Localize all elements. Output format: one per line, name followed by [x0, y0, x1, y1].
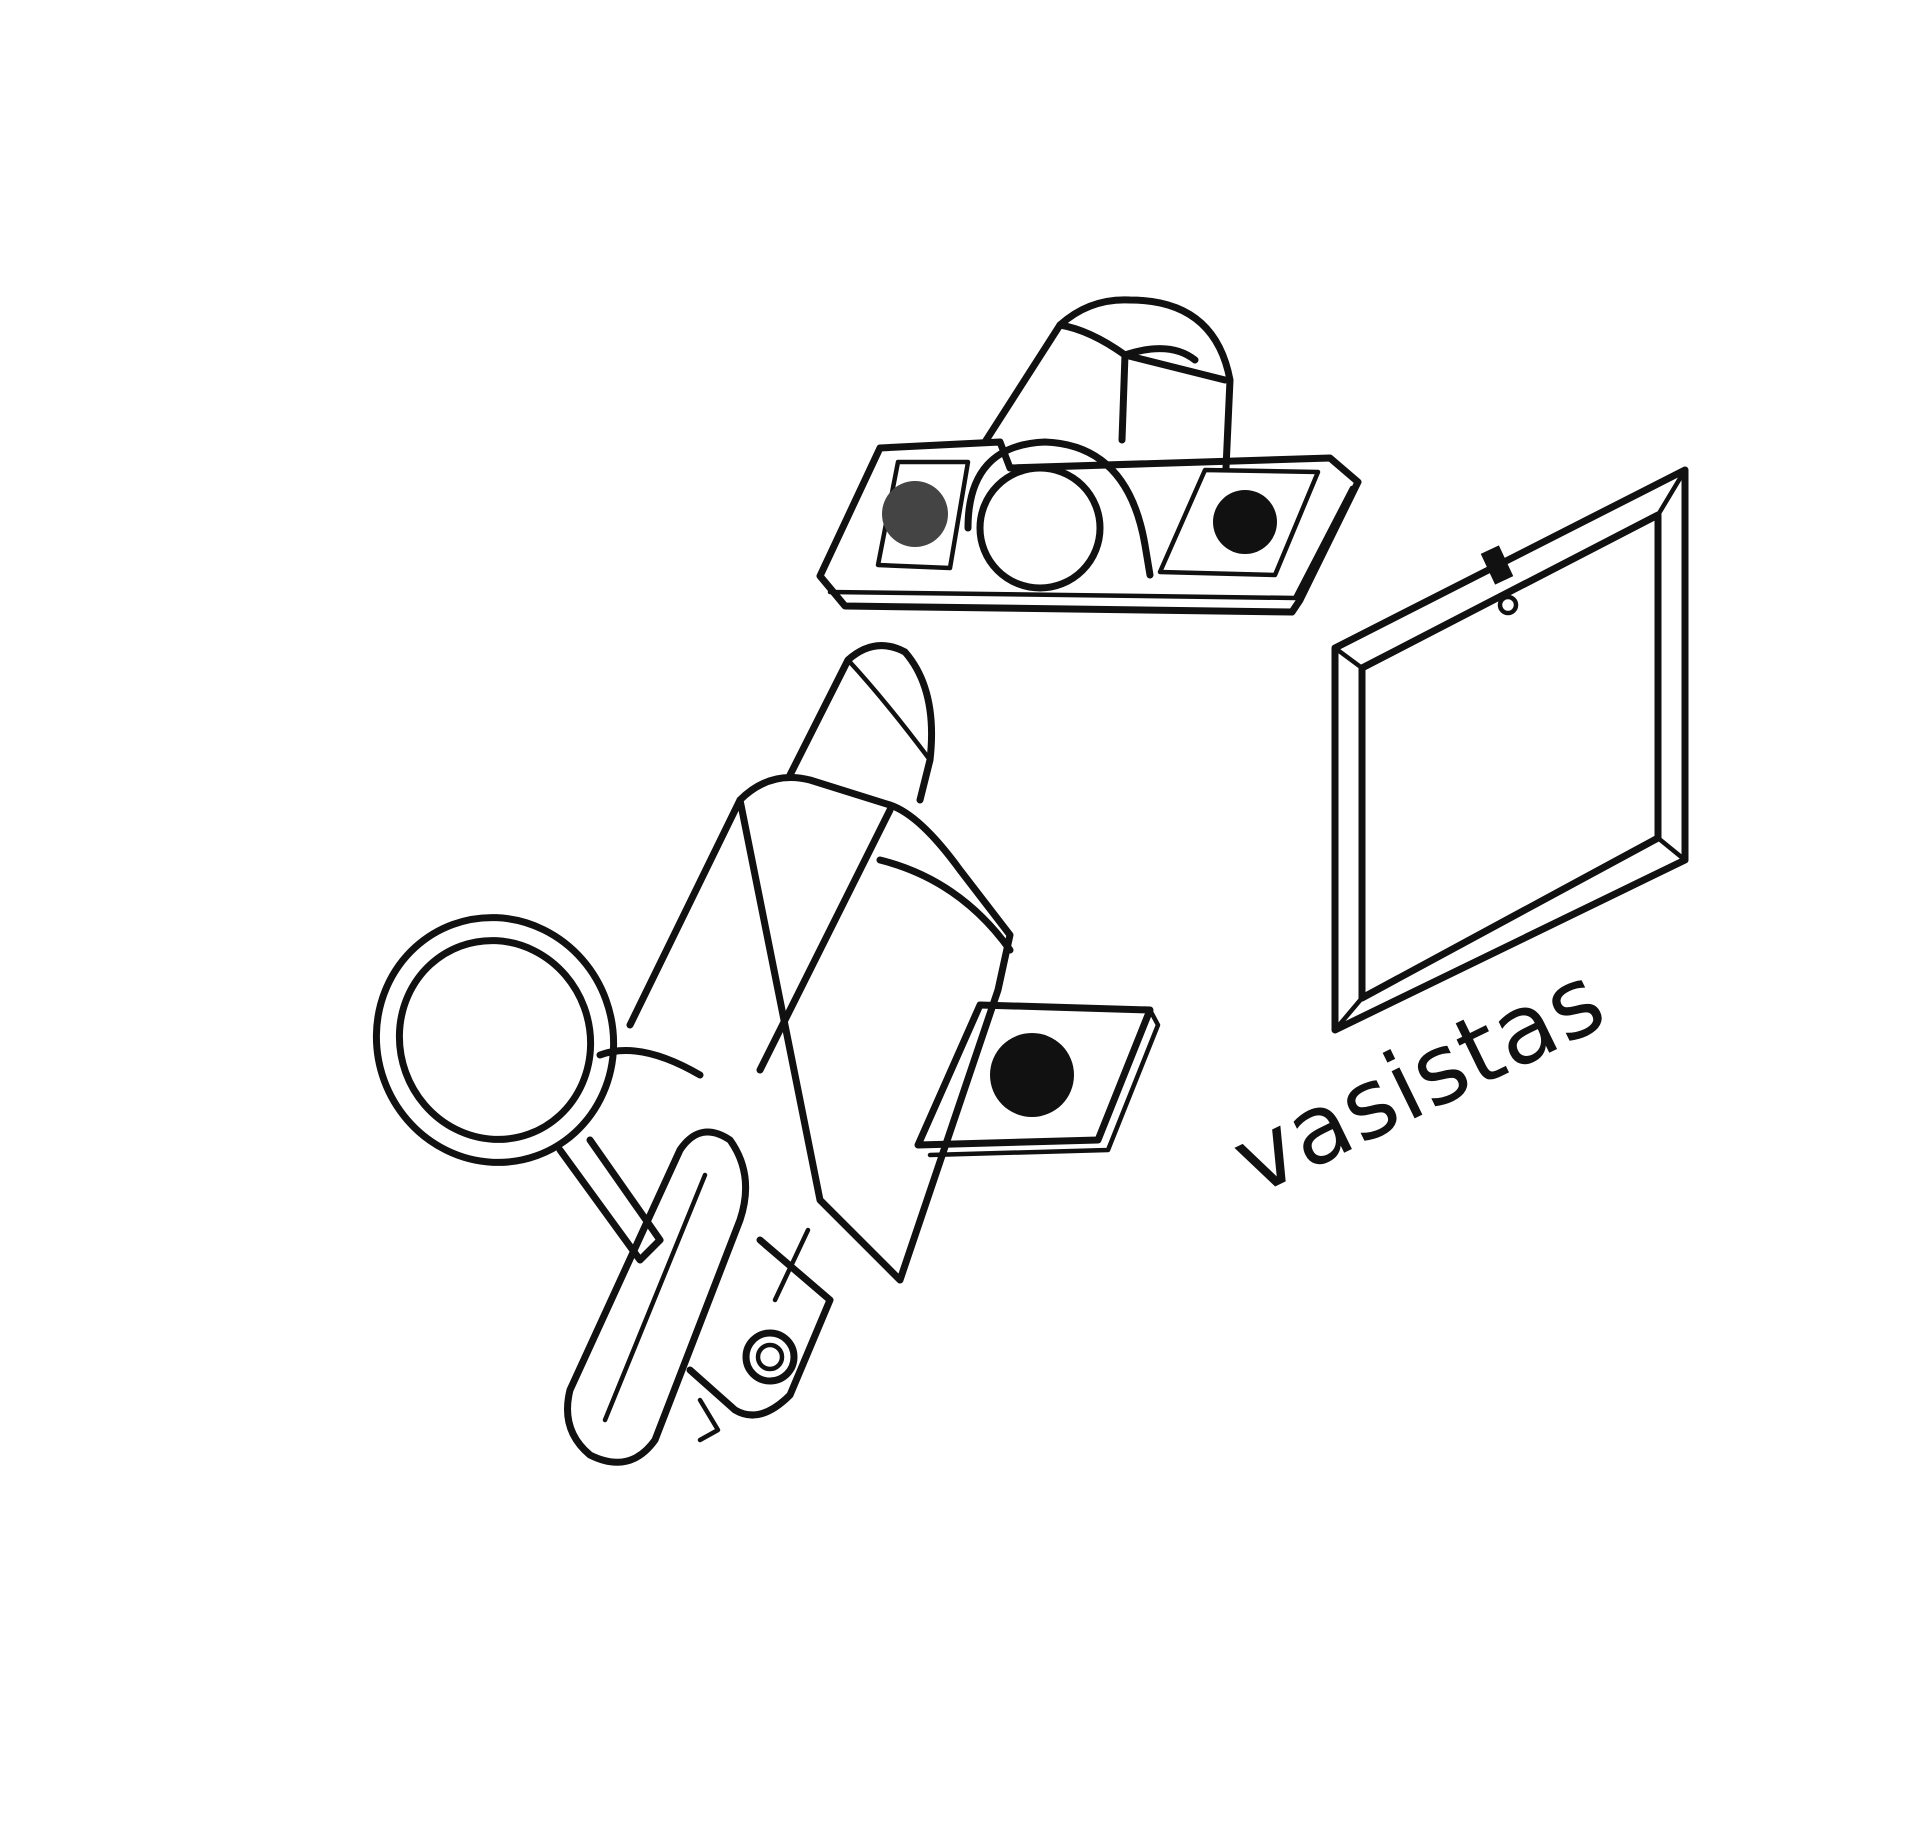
- keeper-plate: [816, 296, 1362, 616]
- window-closed: [1331, 466, 1689, 1034]
- latch-bolt: [372, 642, 1161, 1466]
- flange-screw-hole: [990, 1033, 1074, 1117]
- screw-hole-right: [1213, 490, 1277, 554]
- latch-marker-closed: [1480, 545, 1514, 585]
- screw-hole-left: [882, 481, 948, 547]
